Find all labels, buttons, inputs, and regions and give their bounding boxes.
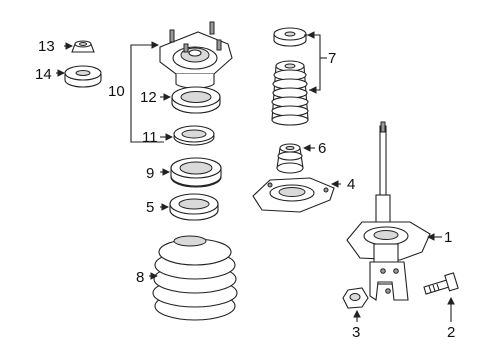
part-12-bearing	[171, 86, 221, 114]
callout-6: 6	[318, 140, 326, 157]
callout-10: 10	[108, 83, 125, 100]
part-11-clip-ring	[173, 125, 215, 146]
part-9-spring-insulator	[170, 157, 222, 188]
part-6-jounce-bumper	[276, 143, 304, 174]
part-3-nut	[342, 287, 369, 309]
callout-5: 5	[146, 199, 154, 216]
callout-1: 1	[444, 229, 452, 246]
part-10-group-bracket	[130, 41, 164, 143]
callout-8: 8	[136, 269, 144, 286]
part-4-spring-seat	[252, 177, 335, 213]
callout-11: 11	[142, 129, 158, 146]
part-5-lower-insulator	[169, 193, 219, 221]
part-8-coil-spring	[152, 235, 238, 321]
part-7-dust-boot	[271, 27, 309, 126]
callout-2: 2	[447, 324, 455, 341]
callout-13: 13	[38, 38, 55, 55]
callout-7: 7	[328, 50, 336, 67]
callout-4: 4	[347, 176, 355, 193]
callout-14: 14	[35, 66, 52, 83]
part-1-strut-assembly	[346, 121, 431, 301]
callout-12: 12	[140, 89, 157, 106]
upper-strut-mount	[159, 21, 233, 89]
part-2-bolt	[423, 272, 459, 295]
part-13-nut	[71, 40, 95, 53]
callout-9: 9	[146, 165, 154, 182]
part-14-washer	[64, 65, 102, 88]
callout-3: 3	[352, 324, 360, 341]
